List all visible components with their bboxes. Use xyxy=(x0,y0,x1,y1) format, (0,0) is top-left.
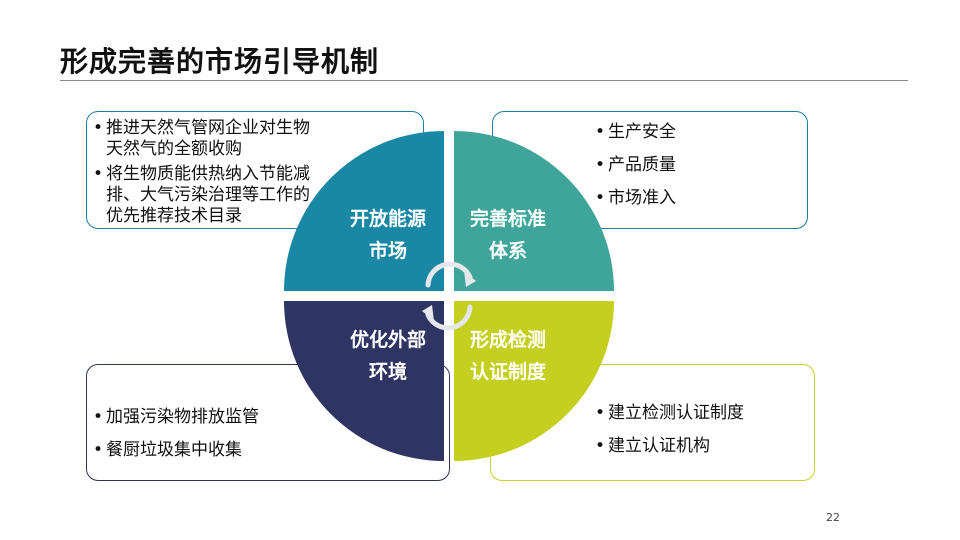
list-item: 生产安全 xyxy=(595,122,807,143)
list-item: 推进天然气管网企业对生物天然气的全额收购 xyxy=(93,118,323,160)
list-item: 将生物质能供热纳入节能减排、大气污染治理等工作的优先推荐技术目录 xyxy=(93,164,323,227)
label-line: 完善标准 xyxy=(469,208,546,230)
bullet-list: 推进天然气管网企业对生物天然气的全额收购 将生物质能供热纳入节能减排、大气污染治… xyxy=(87,112,331,227)
quadrant-label-open-energy-market: 开放能源 市场 xyxy=(323,203,453,267)
quadrant-top-right xyxy=(454,131,614,291)
quadrant-label-standard-system: 完善标准 体系 xyxy=(443,203,573,267)
list-item: 建立认证机构 xyxy=(595,436,814,457)
list-item: 产品质量 xyxy=(595,155,807,176)
label-line: 开放能源 xyxy=(349,208,426,230)
label-line: 认证制度 xyxy=(469,361,546,383)
bullet-list: 生产安全 产品质量 市场准入 xyxy=(493,112,807,209)
list-item: 建立检测认证制度 xyxy=(595,403,814,424)
label-line: 优化外部 xyxy=(349,329,426,351)
label-line: 形成检测 xyxy=(469,329,546,351)
cycle-arrows-icon xyxy=(425,261,473,331)
quadrant-label-external-environment: 优化外部 环境 xyxy=(323,324,453,388)
quadrant-label-certification-system: 形成检测 认证制度 xyxy=(443,324,573,388)
quadrant-top-left xyxy=(284,131,444,291)
label-line: 市场 xyxy=(368,240,407,262)
quadrant-bottom-left xyxy=(284,301,444,461)
label-line: 环境 xyxy=(368,361,407,383)
slide-title: 形成完善的市场引导机制 xyxy=(60,45,380,78)
list-item: 加强污染物排放监管 xyxy=(93,407,449,428)
quadrant-circle xyxy=(284,131,614,461)
label-line: 体系 xyxy=(488,240,527,262)
arrow-head-icon xyxy=(464,271,476,287)
list-item: 餐厨垃圾集中收集 xyxy=(93,440,449,461)
quadrant-bottom-right xyxy=(454,301,614,461)
title-divider xyxy=(60,80,908,81)
list-item: 市场准入 xyxy=(595,188,807,209)
page-number: 22 xyxy=(826,511,840,524)
arrow-head-icon xyxy=(422,305,434,321)
bullet-list: 建立检测认证制度 建立认证机构 xyxy=(491,365,814,457)
bullet-list: 加强污染物排放监管 餐厨垃圾集中收集 xyxy=(87,365,449,461)
